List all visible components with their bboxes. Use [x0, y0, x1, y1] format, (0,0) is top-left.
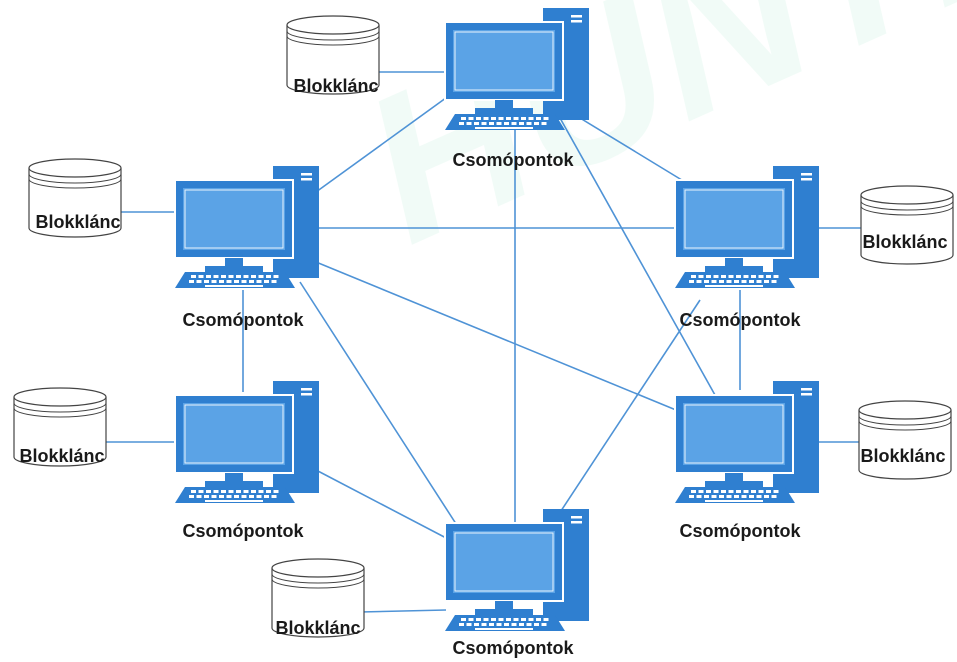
db-label-lower-right: Blokklánc: [860, 446, 946, 466]
computer-icon: [174, 381, 319, 503]
blockchain-link: [359, 609, 447, 613]
db-label-upper-left: Blokklánc: [35, 212, 121, 232]
computer-icon: [674, 381, 819, 503]
database-icon: [271, 558, 365, 638]
node-label-lower-left: Csomópontok: [182, 521, 304, 541]
db-label-top: Blokklánc: [293, 76, 379, 96]
db-label-upper-right: Blokklánc: [862, 232, 948, 252]
db-label-lower-left: Blokklánc: [19, 446, 105, 466]
network-links: [242, 94, 741, 541]
node-label-top: Csomópontok: [452, 150, 574, 170]
computer-icon: [174, 166, 319, 288]
database-icon: [28, 158, 122, 238]
network-link: [315, 94, 451, 193]
computer-icon: [674, 166, 819, 288]
computers: [174, 8, 819, 631]
network-link: [554, 299, 701, 521]
databases: [13, 15, 954, 638]
db-label-bottom: Blokklánc: [275, 618, 361, 638]
network-link: [299, 281, 461, 531]
database-icon: [860, 185, 954, 265]
node-label-upper-left: Csomópontok: [182, 310, 304, 330]
node-label-bottom: Csomópontok: [452, 638, 574, 658]
computer-icon: [444, 509, 589, 631]
node-label-upper-right: Csomópontok: [679, 310, 801, 330]
node-label-lower-right: Csomópontok: [679, 521, 801, 541]
network-link: [315, 469, 451, 541]
database-icon: [858, 400, 952, 480]
network-link: [579, 117, 691, 186]
network-link: [559, 117, 716, 396]
computer-icon: [444, 8, 589, 130]
database-icon: [13, 387, 107, 467]
network-link: [315, 261, 677, 411]
database-icon: [286, 15, 380, 95]
blockchain-links: [105, 71, 862, 613]
